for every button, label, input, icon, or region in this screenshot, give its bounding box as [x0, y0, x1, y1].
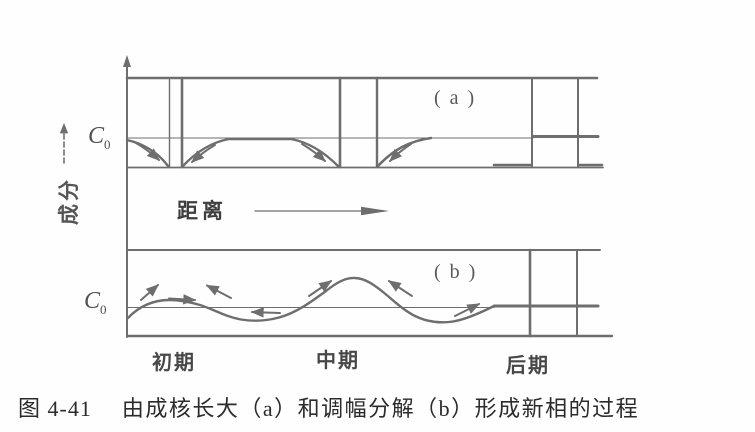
- c0-symbol: C: [88, 123, 105, 149]
- flux-arrow-icon: [250, 307, 281, 318]
- concentration-curves: [125, 136, 433, 168]
- flux-arrow-icon: [168, 294, 197, 305]
- figure-number: 图 4-41: [18, 396, 92, 421]
- flux-arrow-icon: [205, 284, 232, 299]
- flux-arrow-icon: [389, 143, 412, 162]
- stage-label-early: 初期: [152, 352, 196, 374]
- right-arrow-icon: [361, 206, 389, 216]
- flux-arrows-b: [140, 280, 481, 318]
- precipitate-bar-late: [531, 77, 579, 168]
- flux-arrow-icon: [387, 280, 413, 297]
- panel-a-plot: [125, 76, 604, 169]
- c0-label-panel-b: C0: [84, 288, 107, 318]
- flux-arrows-a: [135, 142, 412, 163]
- distance-arrow: [254, 206, 389, 216]
- figure-caption: 图 4-41 由成核长大（a）和调幅分解（b）形成新相的过程: [18, 391, 639, 423]
- stage-label-middle: 中期: [316, 350, 360, 372]
- c0-subscript: 0: [104, 136, 111, 152]
- stage-label-late: 后期: [506, 355, 550, 377]
- c0-label-panel-a: C0: [88, 123, 111, 153]
- c0-symbol: C: [84, 288, 101, 314]
- c0-subscript: 0: [100, 301, 107, 317]
- figure-caption-text: 由成核长大（a）和调幅分解（b）形成新相的过程: [121, 396, 640, 421]
- flux-arrow-icon: [191, 144, 216, 163]
- square-wave-late: [528, 248, 578, 338]
- panel-b-plot: [125, 248, 614, 338]
- panel-a-tag: ( a ): [434, 87, 477, 109]
- panel-b-tag: ( b ): [434, 261, 478, 283]
- y-axis-arrow-icon: [123, 55, 131, 67]
- y-axis: [123, 55, 131, 338]
- y-axis-label: 成分: [57, 177, 81, 225]
- flux-arrow-icon: [454, 303, 481, 317]
- flux-arrow-icon: [301, 143, 326, 162]
- x-axis-label: 距离: [177, 199, 227, 223]
- flux-arrow-icon: [135, 142, 160, 161]
- precipitate-bar-middle: [338, 76, 379, 169]
- flux-arrow-icon: [308, 280, 333, 297]
- flux-arrow-icon: [140, 284, 159, 301]
- precipitate-bar-early: [168, 76, 184, 169]
